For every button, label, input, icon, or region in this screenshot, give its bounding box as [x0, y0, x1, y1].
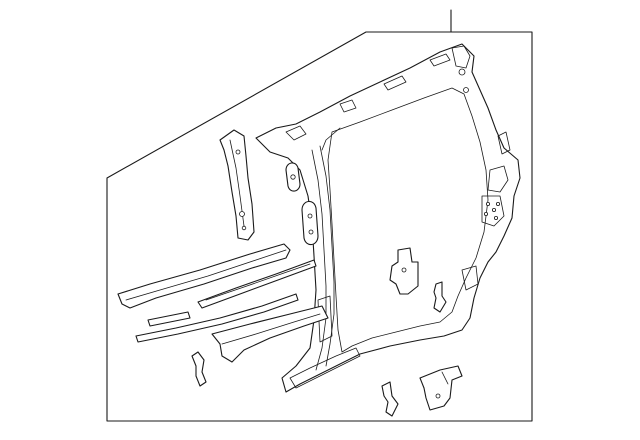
oval-bracket-lower[interactable] [301, 200, 319, 246]
lower-bracket-right[interactable] [419, 365, 463, 411]
center-bracket[interactable] [389, 247, 419, 295]
sill-reinforcement[interactable] [211, 305, 329, 363]
rocker-strip-long[interactable] [135, 293, 299, 343]
pillar-reinforcement[interactable] [219, 129, 255, 241]
frame-outline [106, 31, 533, 422]
lower-bracket-center[interactable] [381, 381, 399, 417]
small-clip[interactable] [433, 281, 447, 313]
rocker-reinforcement-upper[interactable] [117, 243, 291, 309]
rocker-strip-small[interactable] [147, 311, 191, 327]
rocker-reinforcement-mid[interactable] [197, 259, 317, 309]
body-side-panel[interactable] [255, 43, 521, 393]
lower-bracket-left[interactable] [191, 351, 207, 387]
oval-bracket-upper[interactable] [285, 162, 301, 192]
